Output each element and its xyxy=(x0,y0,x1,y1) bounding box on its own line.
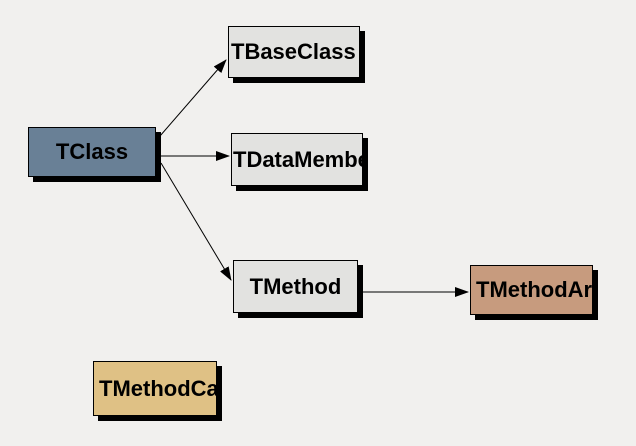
edge-tclass-tbaseclass xyxy=(159,59,227,137)
node-tdatamember-label: TDataMember xyxy=(233,146,362,172)
node-tdatamember[interactable]: TDataMember xyxy=(231,133,363,186)
edge-tclass-tmethod xyxy=(160,162,232,281)
node-tbaseclass[interactable]: TBaseClass xyxy=(228,26,360,78)
node-tmethod-label: TMethod xyxy=(249,273,342,299)
node-tclass[interactable]: TClass xyxy=(28,127,156,177)
node-tmethodarg-label: TMethodArg xyxy=(476,277,593,302)
node-tmethodcall[interactable]: TMethodCall xyxy=(93,361,217,416)
node-tbaseclass-label: TBaseClass xyxy=(231,39,356,64)
node-tmethod[interactable]: TMethod xyxy=(233,260,358,313)
node-tclass-label: TClass xyxy=(55,139,129,164)
node-tmethodarg[interactable]: TMethodArg xyxy=(470,265,593,315)
node-tmethodcall-label: TMethodCall xyxy=(99,375,216,401)
